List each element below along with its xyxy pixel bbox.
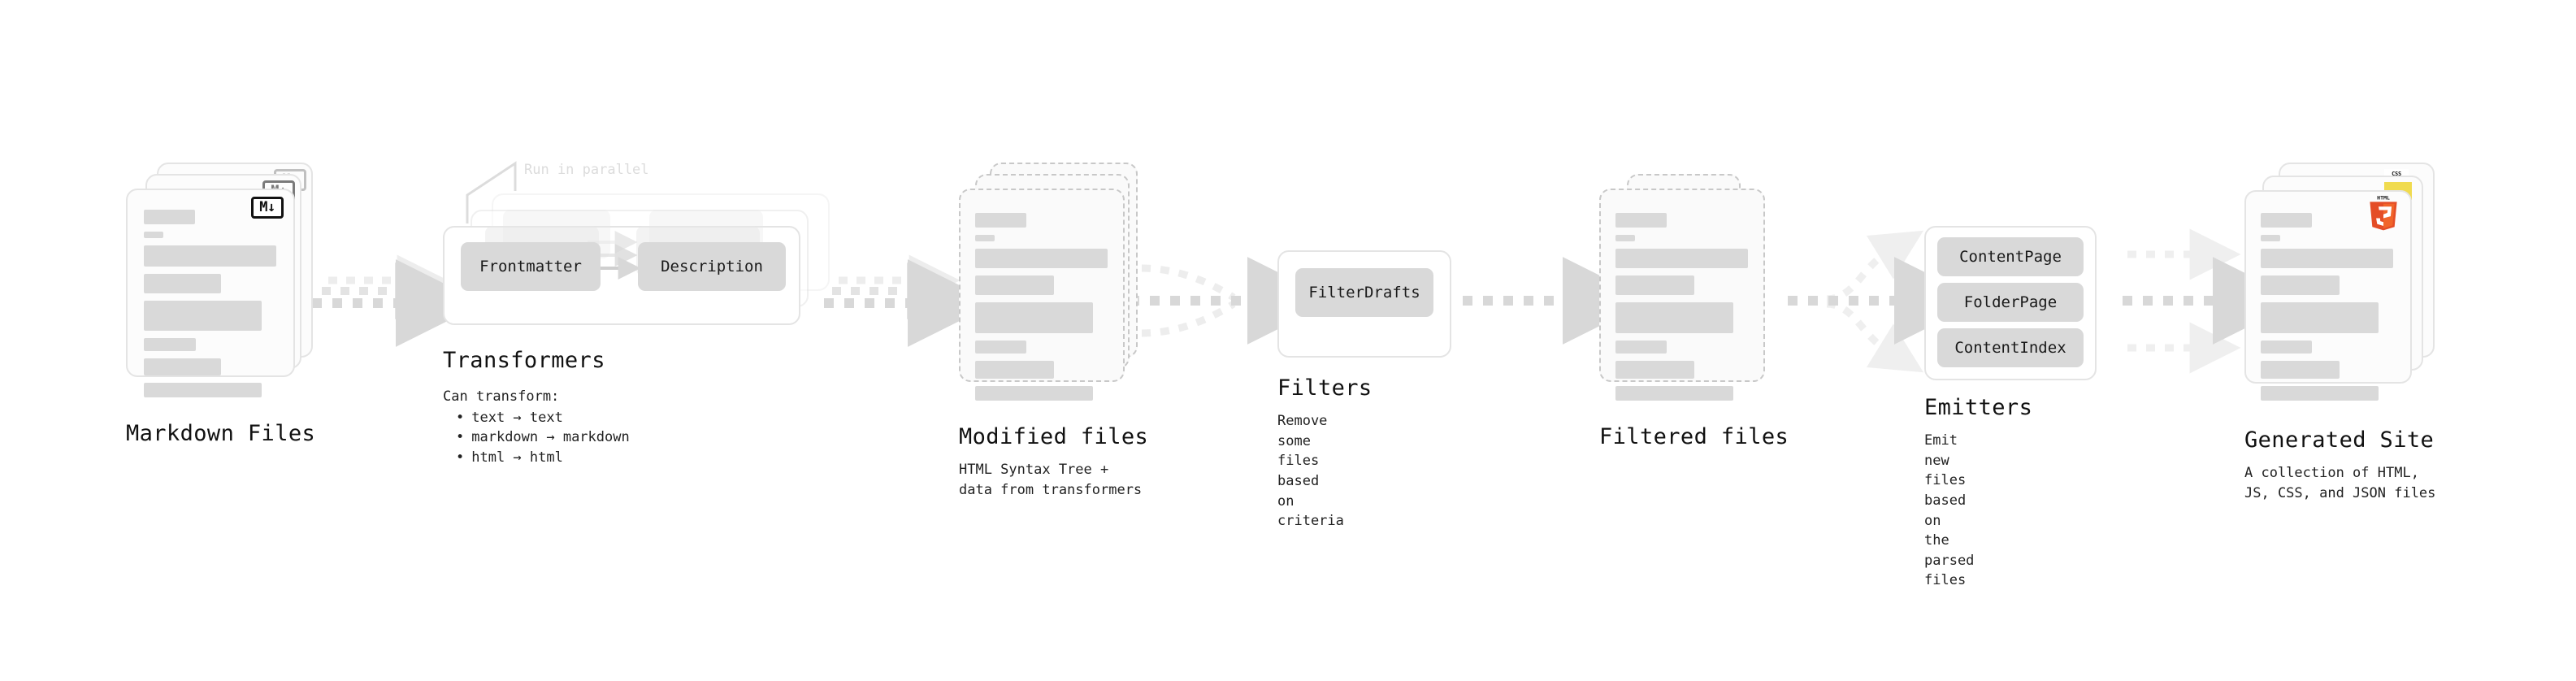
emitters-chip-folderpage[interactable]: FolderPage xyxy=(1937,283,2084,322)
connector-transformers-to-modified xyxy=(824,254,995,347)
transformer-chip-description[interactable]: Description xyxy=(638,242,786,291)
connector-filtered-to-emitters xyxy=(1788,230,1982,373)
skeleton-bar xyxy=(2261,386,2379,401)
run-in-parallel-label: Run in parallel xyxy=(524,162,649,178)
skeleton-bar xyxy=(1615,235,1635,241)
skeleton-bar xyxy=(975,213,1026,228)
modified-files-subtitle: HTML Syntax Tree + data from transformer… xyxy=(959,462,1143,498)
skeleton-bar xyxy=(2261,302,2379,333)
filtered-skeleton xyxy=(1615,213,1754,408)
skeleton-bar xyxy=(975,386,1093,401)
transformer-chip-frontmatter[interactable]: Frontmatter xyxy=(461,242,601,291)
list-item: html → html xyxy=(456,448,630,468)
filters-subtitle: Remove some files based on criteria xyxy=(1277,413,1344,530)
emitters-chip-contentindex[interactable]: ContentIndex xyxy=(1937,328,2084,367)
transformers-bullet-list: text → text markdown → markdown html → h… xyxy=(443,408,630,468)
transformers-capabilities: Can transform: text → text markdown → ma… xyxy=(443,387,630,468)
transformer-chip-description-label: Description xyxy=(661,258,763,275)
connector-emitters-to-site xyxy=(2123,228,2301,374)
skeleton-bar xyxy=(1615,302,1733,333)
skeleton-bar xyxy=(1615,340,1667,354)
svg-text:HTML: HTML xyxy=(2377,194,2390,201)
emitters-chip-contentindex-label: ContentIndex xyxy=(1954,339,2066,357)
skeleton-bar xyxy=(1615,386,1733,401)
skeleton-bar xyxy=(144,338,196,351)
markdown-files-title: Markdown Files xyxy=(126,421,316,446)
filters-title: Filters xyxy=(1277,375,1373,401)
connector-md-to-transformers xyxy=(312,254,484,347)
skeleton-bar xyxy=(1615,213,1667,228)
skeleton-bar xyxy=(144,383,262,397)
markdown-icon: M↓ xyxy=(251,197,284,219)
transformer-chip-frontmatter-label: Frontmatter xyxy=(479,258,582,275)
skeleton-bar xyxy=(2261,249,2393,268)
skeleton-bar xyxy=(1615,275,1694,295)
filters-chip-filterdrafts[interactable]: FilterDrafts xyxy=(1295,268,1433,317)
skeleton-bar xyxy=(2261,213,2312,228)
modified-skeleton xyxy=(975,213,1113,408)
generated-skeleton xyxy=(2261,213,2400,408)
stage-filtered-files: Filtered files xyxy=(1599,163,1794,449)
list-item: text → text xyxy=(456,408,630,428)
emitters-subtitle: Emit new files based on the parsed files xyxy=(1924,432,1975,589)
stage-modified-files: Modified files HTML Syntax Tree + data f… xyxy=(959,163,1154,498)
skeleton-bar xyxy=(2261,275,2340,295)
skeleton-bar xyxy=(2261,340,2312,354)
emitters-chip-contentpage[interactable]: ContentPage xyxy=(1937,237,2084,276)
generated-site-title: Generated Site xyxy=(2244,427,2435,453)
markdown-skeleton xyxy=(144,210,284,405)
skeleton-bar xyxy=(144,232,163,238)
skeleton-bar xyxy=(975,275,1054,295)
skeleton-bar xyxy=(975,302,1093,333)
generated-site-subtitle: A collection of HTML, JS, CSS, and JSON … xyxy=(2244,465,2436,501)
skeleton-bar xyxy=(2261,361,2340,379)
stage-generated-site: CSS HTML Generated Site xyxy=(2244,163,2456,501)
html5-icon: HTML xyxy=(2370,194,2397,231)
list-item: markdown → markdown xyxy=(456,427,629,448)
skeleton-bar xyxy=(2261,235,2280,241)
skeleton-bar xyxy=(144,245,276,267)
skeleton-bar xyxy=(144,274,221,293)
skeleton-bar xyxy=(144,301,262,331)
emitters-title: Emitters xyxy=(1924,395,2033,420)
skeleton-bar xyxy=(975,249,1108,268)
transformers-title: Transformers xyxy=(443,348,605,373)
skeleton-bar xyxy=(975,361,1054,379)
transformers-lead: Can transform: xyxy=(443,388,560,405)
emitters-chip-contentpage-label: ContentPage xyxy=(1959,248,2062,266)
stage-markdown-files: M↓ M↓ M↓ Markdown Files xyxy=(126,163,321,446)
skeleton-bar xyxy=(975,235,995,241)
filters-chip-filterdrafts-label: FilterDrafts xyxy=(1308,284,1420,301)
skeleton-bar xyxy=(1615,249,1748,268)
emitters-chip-folderpage-label: FolderPage xyxy=(1963,293,2058,311)
skeleton-bar xyxy=(975,340,1026,354)
modified-files-title: Modified files xyxy=(959,424,1149,449)
skeleton-bar xyxy=(1615,361,1694,379)
skeleton-bar xyxy=(144,210,195,224)
filtered-files-title: Filtered files xyxy=(1599,424,1789,449)
skeleton-bar xyxy=(144,358,221,375)
